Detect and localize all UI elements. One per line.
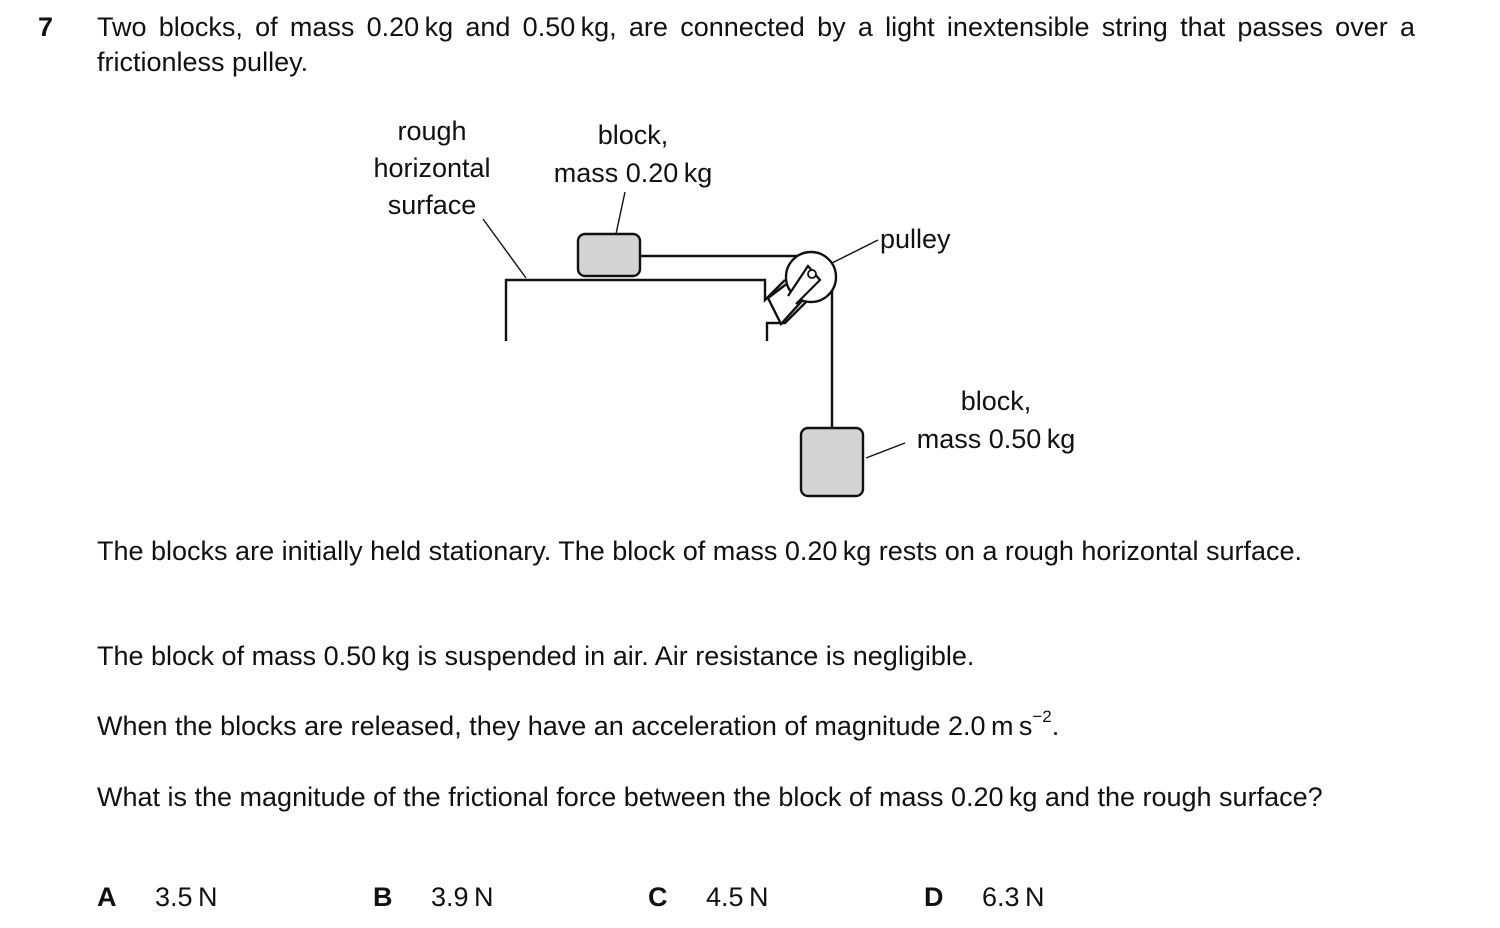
acceleration-end: . — [1051, 711, 1060, 741]
question-number: 7 — [38, 12, 54, 42]
option-value: 6.3 N — [982, 882, 1045, 912]
option-letter: D — [924, 882, 944, 912]
pulley-axle — [807, 269, 817, 279]
option-c[interactable]: C 4.5 N — [648, 880, 768, 915]
label-surface-line-2: horizontal — [373, 153, 490, 183]
question-intro: Two blocks, of mass 0.20 kg and 0.50 kg,… — [97, 12, 1415, 77]
option-a[interactable]: A 3.5 N — [97, 880, 217, 915]
label-surface-line-3: surface — [388, 190, 477, 220]
leader-surface — [482, 218, 527, 279]
option-letter: C — [648, 882, 668, 912]
label-large-block-line-2: mass 0.50 kg — [917, 424, 1075, 454]
option-value: 3.9 N — [431, 882, 494, 912]
label-large-block: block, mass 0.50 kg — [917, 386, 1075, 454]
option-letter: B — [373, 882, 393, 912]
label-small-block-line-1: block, — [598, 120, 669, 150]
label-large-block-line-1: block, — [961, 386, 1032, 416]
acceleration-text: When the blocks are released, they have … — [97, 711, 1033, 741]
leader-large-block — [865, 442, 906, 459]
block-small — [576, 232, 642, 278]
paragraph-initial-state: The blocks are initially held stationary… — [97, 536, 1303, 566]
block-large — [799, 426, 865, 498]
label-rough-horizontal-surface: rough horizontal surface — [373, 116, 490, 220]
paragraph-suspended: The block of mass 0.50 kg is suspended i… — [97, 641, 975, 671]
paragraph-acceleration: When the blocks are released, they have … — [97, 707, 1415, 744]
label-small-block-line-2: mass 0.20 kg — [554, 158, 712, 188]
label-pulley: pulley — [880, 224, 951, 254]
option-value: 3.5 N — [155, 882, 218, 912]
label-small-block: block, mass 0.20 kg — [554, 120, 712, 188]
answer-options: A 3.5 N B 3.9 N C 4.5 N D 6.3 N — [97, 880, 1297, 915]
option-d[interactable]: D 6.3 N — [924, 880, 1044, 915]
leader-small-block — [615, 191, 626, 235]
table-surface — [504, 278, 786, 341]
question-prompt: What is the magnitude of the frictional … — [97, 782, 1323, 812]
option-b[interactable]: B 3.9 N — [373, 880, 493, 915]
label-surface-line-1: rough — [397, 116, 466, 146]
acceleration-exponent: −2 — [1032, 707, 1052, 726]
pulley-bracket — [765, 296, 812, 341]
option-value: 4.5 N — [706, 882, 769, 912]
option-letter: A — [97, 882, 117, 912]
